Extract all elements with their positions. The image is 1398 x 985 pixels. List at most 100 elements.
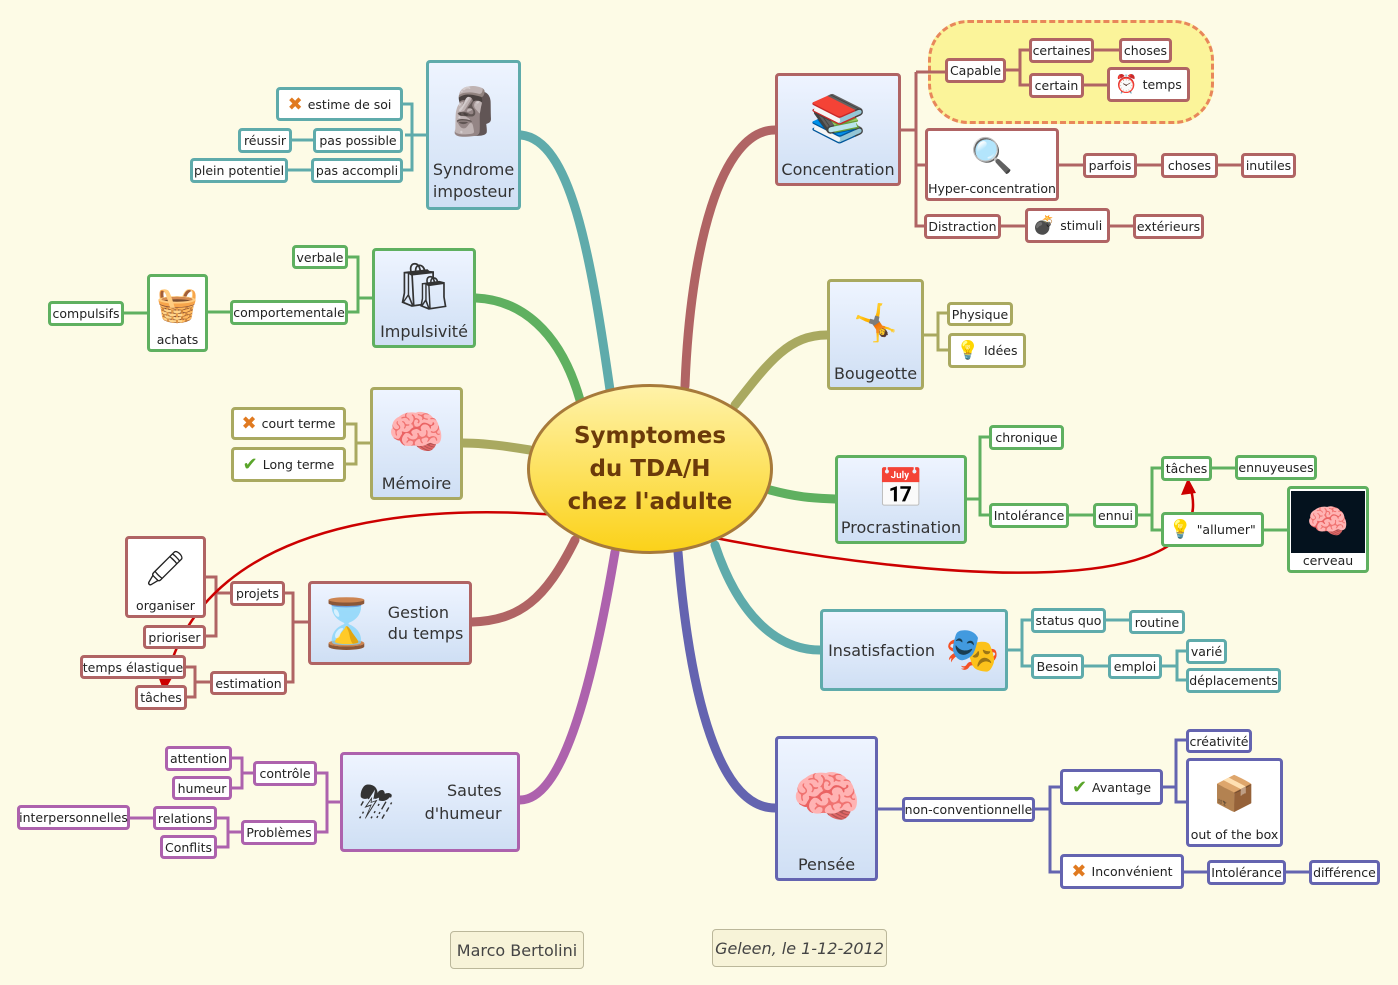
topic-label: Concentration	[781, 160, 895, 179]
node-plein-potentiel[interactable]: plein potentiel	[190, 158, 288, 183]
node-attention[interactable]: attention	[165, 746, 232, 771]
node-reussir[interactable]: réussir	[238, 128, 292, 153]
node-routine[interactable]: routine	[1129, 610, 1185, 634]
checkmark-icon: ✔	[242, 454, 258, 475]
node-allumer[interactable]: 💡 "allumer"	[1161, 512, 1264, 547]
topic-concentration[interactable]: 📚Concentration	[775, 73, 901, 186]
node-label: temps	[1142, 77, 1182, 92]
node-pas-accompli[interactable]: pas accompli	[311, 158, 403, 183]
node-taches[interactable]: tâches	[1161, 456, 1212, 481]
topic-procrastination[interactable]: 📅Procrastination	[835, 455, 967, 544]
bomb-icon: 💣	[1032, 215, 1056, 236]
topic-insatisfaction[interactable]: Insatisfaction🎭	[820, 609, 1008, 691]
node-cerveau[interactable]: 🧠cerveau	[1287, 486, 1369, 573]
node-estimation[interactable]: estimation	[210, 671, 287, 695]
node-choses[interactable]: choses	[1119, 38, 1172, 63]
topic-label: Gestion	[387, 603, 449, 622]
node-chronique[interactable]: chronique	[989, 425, 1064, 450]
central-topic[interactable]: Symptomes du TDA/H chez l'adulte	[527, 384, 773, 554]
node-inconvenient[interactable]: ✖Inconvénient	[1060, 854, 1184, 889]
topic-label: Pensée	[797, 855, 856, 874]
node-distraction[interactable]: Distraction	[924, 214, 1001, 239]
node-temps-elastique[interactable]: temps élastique	[80, 655, 186, 679]
node-ennuyeuses[interactable]: ennuyeuses	[1235, 455, 1317, 480]
node-label: achats	[156, 332, 199, 347]
cross-icon: ✖	[241, 413, 257, 434]
magnifier-icon: 🔍	[970, 136, 1014, 176]
node-status-quo[interactable]: status quo	[1031, 608, 1106, 633]
node-out-of-the-box[interactable]: 📦out of the box	[1186, 758, 1283, 847]
node-court-terme[interactable]: ✖court terme	[231, 407, 346, 440]
topic-label: imposteur	[432, 182, 515, 201]
node-deplacements[interactable]: déplacements	[1186, 668, 1281, 693]
lightbulb-icon: 💡	[956, 340, 979, 361]
node-comportementale[interactable]: comportementale	[230, 300, 348, 325]
node-organiser[interactable]: 🖍organiser	[125, 536, 206, 618]
node-intolerance[interactable]: Intolérance	[1207, 860, 1286, 885]
topic-label: Syndrome	[432, 160, 515, 179]
node-ennui[interactable]: ennui	[1093, 503, 1138, 528]
topic-pensee[interactable]: 🧠 Pensée	[775, 736, 878, 881]
node-estime[interactable]: ✖estime de soi	[276, 87, 403, 121]
date-label: Geleen, le 1-12-2012	[712, 929, 887, 967]
node-parfois[interactable]: parfois	[1083, 153, 1137, 178]
node-hyper-concentration[interactable]: 🔍Hyper-concentration	[925, 128, 1059, 201]
basket-icon: 🧺	[156, 284, 199, 325]
brain-head-icon: 🧠	[387, 404, 446, 459]
node-exterieurs[interactable]: extérieurs	[1133, 214, 1204, 239]
node-temps[interactable]: ⏰ temps	[1107, 67, 1190, 102]
node-varie[interactable]: varié	[1186, 639, 1227, 664]
node-controle[interactable]: contrôle	[253, 761, 317, 786]
node-conflits[interactable]: Conflits	[160, 835, 217, 859]
node-physique[interactable]: Physique	[947, 302, 1013, 326]
node-long-terme[interactable]: ✔ Long terme	[231, 447, 346, 482]
node-capable[interactable]: Capable	[945, 58, 1006, 83]
node-besoin[interactable]: Besoin	[1031, 654, 1084, 679]
node-choses[interactable]: choses	[1161, 153, 1218, 178]
topic-label: Sautes	[446, 781, 502, 800]
node-prioriser[interactable]: prioriser	[143, 625, 206, 649]
node-idees[interactable]: 💡 Idées	[948, 333, 1026, 368]
box-hearts-image: 📦	[1213, 774, 1256, 814]
clock-icon: ⏰	[1115, 74, 1138, 95]
node-label: "allumer"	[1196, 522, 1256, 537]
node-projets[interactable]: projets	[230, 581, 285, 606]
node-emploi[interactable]: emploi	[1108, 654, 1162, 679]
node-stimuli[interactable]: 💣stimuli	[1025, 208, 1110, 243]
node-achats[interactable]: 🧺 achats	[147, 274, 208, 352]
node-pas-possible[interactable]: pas possible	[313, 128, 403, 153]
node-certain[interactable]: certain	[1029, 73, 1084, 98]
node-difference[interactable]: différence	[1309, 860, 1380, 885]
topic-bougeotte[interactable]: 🤸Bougeotte	[827, 279, 924, 390]
topic-impulsivite[interactable]: 🛍Impulsivité	[372, 248, 476, 348]
node-certaines[interactable]: certaines	[1029, 38, 1094, 63]
node-taches[interactable]: tâches	[135, 685, 187, 710]
topic-label: Mémoire	[381, 474, 452, 493]
gear-head-icon: 🧠	[791, 765, 862, 830]
flowchart-markers-image: 🖍	[143, 548, 188, 589]
node-intolerance[interactable]: Intolérance	[989, 503, 1069, 528]
hourglass-icon: ⌛	[316, 595, 377, 652]
node-label: Long terme	[262, 457, 335, 472]
central-title-line: chez l'adulte	[567, 488, 733, 515]
topic-memoire[interactable]: 🧠 Mémoire	[370, 387, 463, 500]
node-avantage[interactable]: ✔Avantage	[1060, 769, 1163, 805]
node-problemes[interactable]: Problèmes	[241, 820, 317, 845]
node-inutiles[interactable]: inutiles	[1241, 153, 1296, 178]
cross-icon: ✖	[287, 93, 303, 115]
node-creativite[interactable]: créativité	[1186, 729, 1252, 753]
lightbulb-icon: 💡	[1169, 519, 1192, 540]
node-label: Idées	[983, 343, 1018, 358]
node-compulsifs[interactable]: compulsifs	[48, 301, 124, 326]
node-relations[interactable]: relations	[153, 806, 217, 830]
node-humeur[interactable]: humeur	[172, 776, 232, 800]
node-non-conventionnelle[interactable]: non-conventionnelle	[902, 797, 1035, 822]
node-interpersonnelles[interactable]: interpersonnelles	[17, 805, 130, 830]
node-verbale[interactable]: verbale	[292, 245, 348, 269]
moving-figures-icon: 🤸	[853, 303, 898, 344]
glowing-brain-image: 🧠	[1291, 491, 1365, 553]
